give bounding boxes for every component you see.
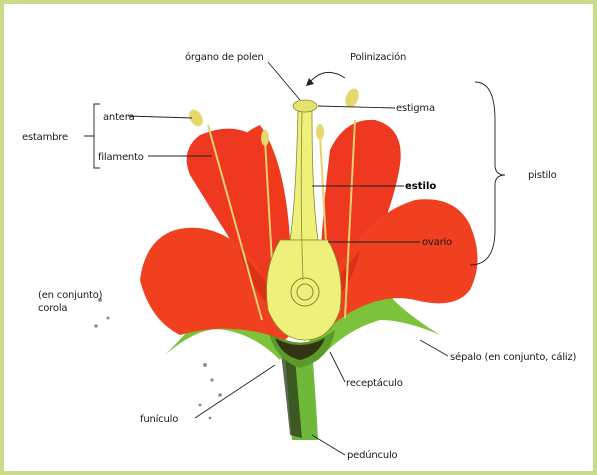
label-pollination: Polinización [350, 51, 406, 63]
ovary-shape [267, 240, 342, 340]
label-receptacle: receptáculo [346, 377, 403, 389]
label-stigma: estigma [396, 103, 435, 114]
bracket-pistil [470, 82, 505, 265]
label-stamens: estambre [22, 132, 68, 143]
label-pistil: pistilo [528, 170, 557, 181]
label-anther: antera [103, 112, 135, 123]
line-peduncle [312, 435, 345, 455]
label-pollen-organ: órgano de polen [185, 51, 264, 63]
line-stigma [318, 106, 395, 108]
line-pollen-organ [268, 62, 300, 100]
line-sepal [420, 340, 448, 356]
line-receptacle [330, 352, 345, 382]
label-ovary: ovario [422, 237, 452, 248]
stigma-shape [293, 100, 317, 112]
line-anther [128, 116, 192, 118]
pistil-style [290, 110, 318, 240]
anther-4 [343, 87, 361, 110]
label-style: estilo [405, 181, 436, 192]
pollination-arrow [310, 72, 345, 82]
label-funiculus: funículo [140, 413, 178, 425]
anther-2 [261, 130, 269, 146]
label-corolla: (en conjunto) corola [38, 290, 105, 314]
label-filament: filamento [98, 152, 144, 163]
label-peduncle: pedúnculo [347, 449, 398, 461]
line-funiculus [195, 365, 275, 418]
anther-3 [316, 124, 324, 140]
label-sepal: sépalo (en conjunto, cáliz) [450, 351, 577, 363]
